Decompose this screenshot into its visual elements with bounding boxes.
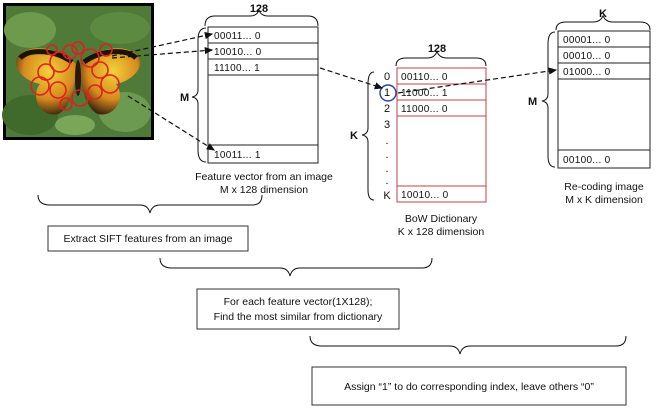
dict-index-0: 0 bbox=[384, 71, 390, 83]
feature-row-3: 11100... 1 bbox=[214, 63, 260, 74]
dict-index-dot-2: . bbox=[385, 149, 388, 161]
step-match-text-1: For each feature vector(1X128); bbox=[224, 296, 373, 308]
process-steps: Extract SIFT features from an image For … bbox=[37, 194, 627, 406]
recoding-height-label: M bbox=[528, 96, 537, 108]
feature-row-m: 10011... 1 bbox=[214, 150, 261, 161]
dictionary-row-0: 00110... 0 bbox=[401, 72, 448, 83]
dict-index-3: 3 bbox=[384, 119, 390, 131]
dict-index-dot-4: . bbox=[385, 175, 388, 187]
dictionary-caption-2: K x 128 dimension bbox=[398, 226, 485, 238]
dict-index-2: 2 bbox=[384, 103, 390, 115]
step-extract-text: Extract SIFT features from an image bbox=[63, 233, 232, 245]
feature-matrix: 128 00011... 0 10010... 0 11100... 1 100… bbox=[180, 3, 333, 196]
dict-index-dot-1: . bbox=[385, 135, 388, 147]
recoding-row-2: 00010... 0 bbox=[563, 51, 611, 62]
dictionary-matrix: 128 00110... 0 11000... 1 11000... 0 100… bbox=[350, 43, 487, 238]
butterfly-image bbox=[2, 3, 154, 140]
mapping-arrows bbox=[111, 32, 558, 151]
recoding-matrix: K 00001... 0 00010... 0 01000... 0 00100… bbox=[528, 8, 651, 206]
recoding-caption-1: Re-coding image bbox=[564, 181, 644, 193]
dictionary-caption-1: BoW Dictionary bbox=[405, 213, 478, 225]
keypoint-circles bbox=[30, 41, 120, 111]
selected-index-highlight bbox=[379, 84, 397, 102]
dict-index-1: 1 bbox=[384, 87, 390, 99]
recoding-row-m: 00100... 0 bbox=[563, 155, 611, 166]
dict-index-dot-3: . bbox=[385, 163, 388, 175]
step-assign-box bbox=[311, 366, 627, 406]
recoding-row-1: 00001... 0 bbox=[563, 35, 611, 46]
dictionary-row-k: 10010... 0 bbox=[401, 190, 449, 201]
feature-caption-2: M x 128 dimension bbox=[220, 184, 308, 196]
feature-caption-1: Feature vector from an image bbox=[195, 171, 333, 183]
dict-index-k: K bbox=[383, 190, 391, 202]
dictionary-width-label: 128 bbox=[428, 43, 446, 55]
recoding-row-3: 01000... 0 bbox=[563, 67, 611, 78]
recoding-width-label: K bbox=[599, 8, 607, 20]
step-match-box bbox=[196, 288, 400, 330]
dictionary-row-1: 11000... 1 bbox=[401, 88, 448, 99]
recoding-caption-2: M x K dimension bbox=[565, 194, 643, 206]
feature-row-2: 10010... 0 bbox=[214, 47, 262, 58]
feature-height-label: M bbox=[180, 92, 189, 104]
dictionary-height-label: K bbox=[350, 130, 358, 142]
dictionary-row-2: 11000... 0 bbox=[401, 104, 448, 115]
step-assign-text: Assign “1” to do corresponding index, le… bbox=[344, 381, 594, 393]
step-extract-box bbox=[47, 225, 249, 252]
step-match-text-2: Find the most similar from dictionary bbox=[214, 311, 383, 323]
feature-row-1: 00011... 0 bbox=[214, 31, 261, 42]
